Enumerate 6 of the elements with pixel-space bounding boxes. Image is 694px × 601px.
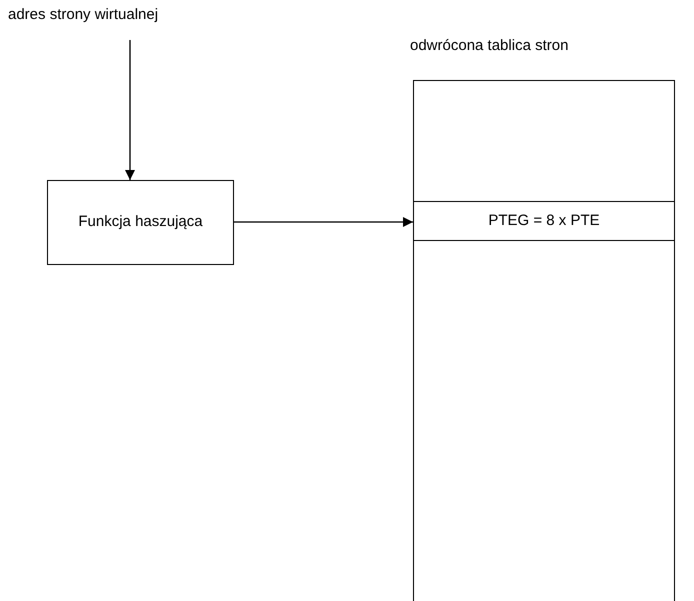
arrow xyxy=(234,217,413,227)
process-box: Funkcja haszująca xyxy=(47,180,234,265)
table-heading: odwrócona tablica stron xyxy=(410,36,568,56)
table-row: PTEG = 8 x PTE xyxy=(413,201,675,241)
input-label: adres strony wirtualnej xyxy=(8,4,158,26)
arrow xyxy=(125,40,135,180)
